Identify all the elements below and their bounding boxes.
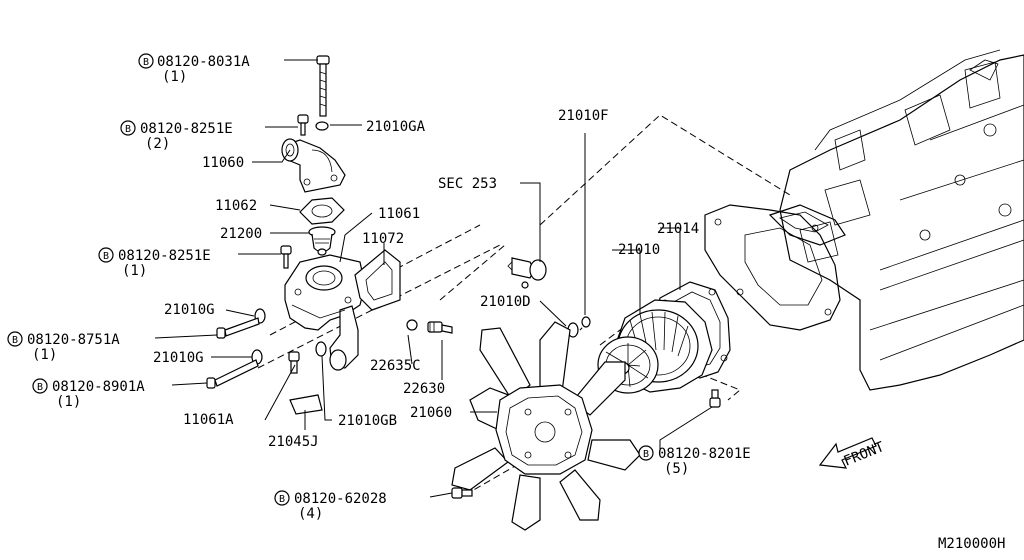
callout-part-number: 08120-62028 — [294, 491, 387, 507]
washer-21010f — [581, 316, 591, 328]
part-label: 21010F — [558, 108, 609, 124]
part-label: 21010G — [164, 302, 215, 318]
cooling-fan-21060 — [451, 321, 641, 531]
callout-quantity: (4) — [298, 506, 323, 522]
thermostat-21200 — [308, 226, 336, 256]
callout-part-number: 08120-8901A — [52, 379, 145, 395]
bolt-symbol: B — [125, 124, 131, 135]
part-label: 21010G — [153, 350, 204, 366]
gasket-11062 — [299, 197, 345, 225]
callout-quantity: (1) — [122, 263, 147, 279]
stud-11061a — [288, 351, 300, 374]
washer-21010gb — [315, 341, 327, 357]
bolt-8201e — [709, 389, 721, 408]
callout-part-number: 08120-8031A — [157, 54, 250, 70]
callout-quantity: (2) — [145, 136, 170, 152]
callout-part-number: 08120-8251E — [118, 248, 211, 264]
callout-quantity: (1) — [32, 347, 57, 363]
part-label: 11062 — [215, 198, 257, 214]
bolt-symbol: B — [643, 449, 649, 460]
part-label: 21010 — [618, 242, 660, 258]
part-label: 21010GA — [366, 119, 426, 135]
callout-part-number: 08120-8251E — [140, 121, 233, 137]
bolt-symbol: B — [37, 382, 43, 393]
sensor-22630 — [427, 321, 453, 334]
bolt-symbol: B — [279, 494, 285, 505]
part-label: 21014 — [657, 221, 699, 237]
callout-quantity: (1) — [56, 394, 81, 410]
water-outlet-11060 — [281, 138, 346, 193]
part-label: 11061A — [183, 412, 234, 428]
part-label: 21010GB — [338, 413, 397, 429]
callout-quantity: (1) — [162, 69, 187, 85]
bolt-8901a — [206, 359, 259, 389]
gasket-11072 — [354, 249, 401, 311]
long-bolt — [316, 55, 330, 117]
sec-253-sensor — [507, 257, 547, 289]
callout-labels: 08120-8031A (1) 08120-8251E (2) 08120-82… — [27, 54, 751, 522]
part-label: 11061 — [378, 206, 420, 222]
short-bolt-upper — [297, 114, 309, 136]
engine-block — [704, 49, 1024, 391]
thermostat-housing-group — [206, 55, 453, 415]
part-label: 21060 — [410, 405, 452, 421]
part-label: 21200 — [220, 226, 262, 242]
bolt-symbols: B B B B B B B — [7, 53, 654, 506]
bolt-8751a — [216, 317, 260, 339]
bolt-symbol: B — [12, 335, 18, 346]
front-arrow — [818, 437, 877, 469]
part-label: 22635C — [370, 358, 421, 374]
callout-part-number: 08120-8201E — [658, 446, 751, 462]
leader-lines — [154, 59, 713, 498]
callout-quantity: (5) — [664, 461, 689, 477]
callout-part-number: 08120-8751A — [27, 332, 120, 348]
fan-bolt-62028 — [451, 487, 473, 499]
washer-22635c — [406, 319, 418, 331]
bolt-symbol: B — [103, 251, 109, 262]
thermostat-housing-11061 — [284, 254, 366, 371]
washer-21010ga — [315, 121, 329, 131]
part-label: 21045J — [268, 434, 319, 450]
part-label: 21010D — [480, 294, 531, 310]
diagram-id: M210000H — [938, 536, 1005, 552]
short-bolt-lower — [280, 245, 292, 269]
part-label: 11060 — [202, 155, 244, 171]
part-label: 22630 — [403, 381, 445, 397]
section-reference: SEC 253 — [438, 176, 497, 192]
part-label: 11072 — [362, 231, 404, 247]
plate-21045j — [289, 394, 323, 415]
bolt-symbol: B — [143, 57, 149, 68]
